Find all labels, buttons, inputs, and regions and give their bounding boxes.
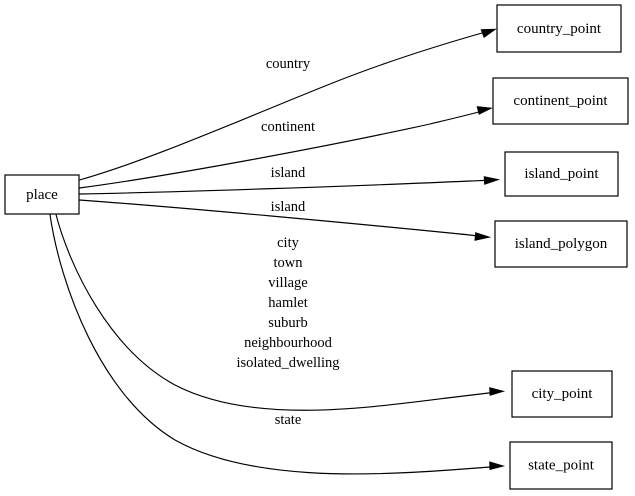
node-country-point-label: country_point <box>517 21 602 37</box>
edge-path-island-point <box>79 179 493 195</box>
node-island-polygon-label: island_polygon <box>515 236 608 252</box>
node-country-point-box <box>496 4 622 53</box>
edge-label-city-line-4: suburb <box>268 315 307 331</box>
edge-label-city-line-5: neighbourhood <box>244 335 333 351</box>
edges-layer <box>49 28 506 475</box>
edge-label-city-line-3: hamlet <box>268 295 307 311</box>
edge-place-to-island-polygon[interactable] <box>79 199 492 241</box>
node-island-point-label: island_point <box>524 166 599 182</box>
edge-label-island-point: island <box>271 165 306 181</box>
edge-label-city-line-0: city <box>277 235 299 251</box>
edge-label-city-line-2: village <box>268 275 307 291</box>
node-island-point-box <box>504 151 619 197</box>
edge-place-to-city-point[interactable] <box>55 214 506 411</box>
edge-label-city-block: city town village hamlet suburb neighbou… <box>236 235 339 371</box>
edge-path-continent <box>79 109 487 189</box>
node-island-polygon[interactable]: island_polygon <box>494 220 628 268</box>
node-island-polygon-box <box>494 220 628 268</box>
edge-labels-layer: country continent island island city tow… <box>236 56 339 428</box>
node-continent-point[interactable]: continent_point <box>492 77 629 125</box>
arrowhead-city <box>489 387 506 396</box>
edge-place-to-continent-point[interactable] <box>79 106 494 189</box>
node-island-point[interactable]: island_point <box>504 151 619 197</box>
edge-path-state <box>49 214 498 475</box>
arrowhead-island-point <box>483 176 501 185</box>
edge-path-city <box>55 214 498 411</box>
arrowhead-country <box>480 28 497 38</box>
edge-path-country <box>79 30 490 181</box>
node-continent-point-box <box>492 77 629 125</box>
node-state-point[interactable]: state_point <box>509 441 613 490</box>
edge-label-country: country <box>266 56 311 72</box>
node-state-point-label: state_point <box>528 457 595 473</box>
node-place[interactable]: place <box>4 174 80 215</box>
arrowhead-island-polygon <box>474 232 492 241</box>
node-city-point[interactable]: city_point <box>511 370 613 418</box>
edge-place-to-country-point[interactable] <box>79 28 497 181</box>
node-city-point-label: city_point <box>532 386 594 402</box>
nodes-layer: place country_point continent_point isla… <box>4 4 629 490</box>
node-country-point[interactable]: country_point <box>496 4 622 53</box>
edge-label-city-line-6: isolated_dwelling <box>236 355 339 371</box>
node-place-label: place <box>26 187 58 203</box>
node-city-point-box <box>511 370 613 418</box>
arrowhead-continent <box>476 106 494 115</box>
node-continent-point-label: continent_point <box>513 93 608 109</box>
node-state-point-box <box>509 441 613 490</box>
arrowhead-state <box>489 461 506 471</box>
edge-place-to-island-point[interactable] <box>79 176 501 195</box>
edge-label-island-polygon: island <box>271 199 306 215</box>
edge-label-continent: continent <box>261 119 315 135</box>
edge-label-state: state <box>275 412 302 428</box>
edge-place-to-state-point[interactable] <box>49 214 506 475</box>
node-place-box <box>4 174 80 215</box>
edge-label-city-line-1: town <box>274 255 304 271</box>
edge-path-island-polygon <box>79 199 485 238</box>
